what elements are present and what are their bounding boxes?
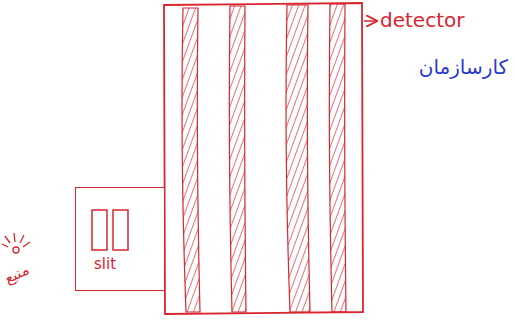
- slit-label: slit: [94, 256, 116, 273]
- double-slit: [76, 188, 166, 292]
- detector-screen: [164, 3, 363, 314]
- slit-opening: [113, 210, 128, 250]
- leader-arrow: [364, 20, 376, 22]
- light-source: [2, 233, 30, 253]
- interference-fringes: [182, 4, 346, 312]
- pattern-note: کارسازمان: [419, 56, 508, 78]
- slit-opening: [92, 210, 107, 250]
- detector-label: detector: [380, 9, 464, 31]
- slit-plate: slit: [75, 187, 165, 291]
- source-label: منبع: [2, 261, 32, 287]
